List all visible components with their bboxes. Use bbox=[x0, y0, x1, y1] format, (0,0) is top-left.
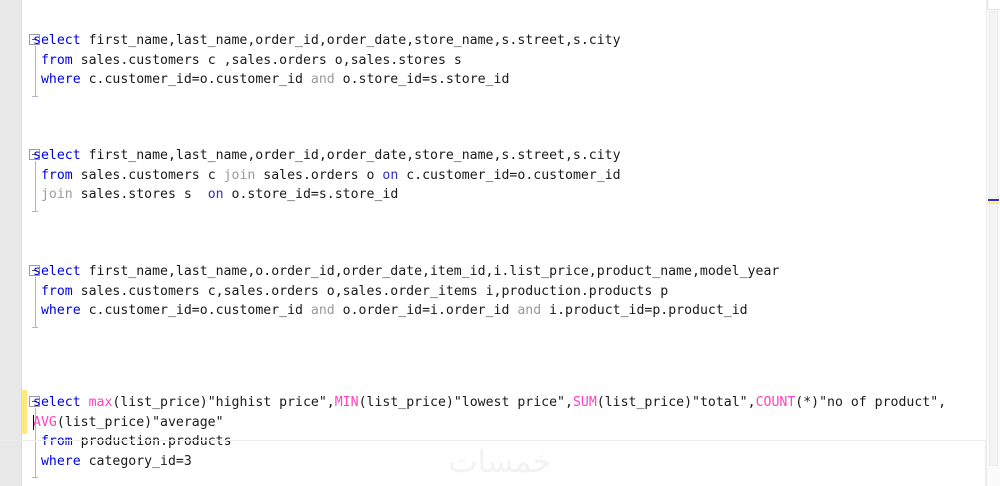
sql-text: c.customer_id=o.customer_id bbox=[80, 303, 311, 318]
sql-text: first_name,last_name,o.order_id,order_da… bbox=[80, 264, 780, 279]
fold-region-line bbox=[35, 408, 36, 477]
sql-keyword: select bbox=[33, 395, 81, 410]
sql-function: AVG bbox=[33, 414, 57, 430]
sql-text: c.customer_id=o.customer_id bbox=[80, 72, 311, 87]
code-line[interactable]: AVG(list_price)"average" bbox=[33, 413, 224, 433]
sql-text: (list_price)"highist price", bbox=[112, 395, 335, 410]
unsaved-change-bar bbox=[22, 390, 27, 434]
sql-text bbox=[33, 454, 41, 469]
scrollbar-thumb[interactable] bbox=[989, 11, 998, 466]
fold-toggle-icon[interactable] bbox=[29, 34, 40, 45]
sql-keyword: from bbox=[40, 434, 73, 449]
fold-region-end-tick bbox=[32, 477, 38, 478]
code-line[interactable]: from sales.customers c,sales.orders o,sa… bbox=[33, 282, 668, 302]
sql-text: sales.customers c ,sales.orders o,sales.… bbox=[72, 52, 462, 68]
sql-text: (list_price)"lowest price", bbox=[358, 395, 573, 410]
text-caret bbox=[33, 415, 34, 430]
sql-text bbox=[33, 434, 41, 449]
code-line[interactable]: from sales.customers c ,sales.orders o,s… bbox=[33, 51, 462, 71]
code-line[interactable]: where category_id=3 bbox=[33, 452, 192, 472]
sql-operator-keyword: and bbox=[517, 303, 542, 318]
fold-region-end-tick bbox=[32, 326, 38, 328]
sql-keyword: select bbox=[33, 264, 81, 279]
sql-text: sales.customers c bbox=[72, 167, 224, 183]
sql-text: (list_price)"total", bbox=[596, 395, 756, 410]
sql-operator-keyword: and bbox=[310, 72, 335, 87]
sql-operator-keyword: join bbox=[40, 187, 73, 202]
fold-region-line bbox=[35, 46, 36, 96]
fold-region-end-tick bbox=[32, 210, 38, 212]
scrollbar-marker-primary bbox=[988, 199, 999, 201]
scrollbar-marker-secondary bbox=[988, 202, 999, 204]
fold-region-line bbox=[35, 161, 36, 211]
sql-text bbox=[33, 303, 41, 318]
code-line[interactable]: from production.products bbox=[33, 432, 232, 452]
sql-keyword: on bbox=[382, 167, 399, 183]
sql-operator-keyword: join bbox=[223, 167, 256, 183]
code-line[interactable]: select first_name,last_name,order_id,ord… bbox=[33, 146, 621, 166]
sql-text bbox=[81, 395, 89, 410]
sql-function: MIN bbox=[334, 395, 359, 410]
sql-keyword: on bbox=[207, 187, 224, 202]
sql-text: (list_price)"average" bbox=[56, 414, 224, 430]
vertical-scrollbar[interactable] bbox=[986, 0, 1000, 486]
sql-operator-keyword: and bbox=[310, 303, 335, 318]
right-separator bbox=[985, 440, 986, 486]
sql-text: c.customer_id=o.customer_id bbox=[398, 167, 621, 183]
fold-toggle-icon[interactable] bbox=[29, 265, 40, 276]
sql-text: o.order_id=i.order_id bbox=[334, 303, 518, 318]
code-line[interactable]: select max(list_price)"highist price",MI… bbox=[33, 393, 946, 413]
sql-text: first_name,last_name,order_id,order_date… bbox=[80, 148, 621, 163]
fold-region-line bbox=[35, 277, 36, 327]
sql-function: max bbox=[88, 395, 113, 410]
sql-keyword: from bbox=[40, 283, 73, 299]
code-folding-margin[interactable] bbox=[28, 0, 44, 486]
fold-region-end-tick bbox=[32, 95, 38, 97]
code-line[interactable]: join sales.stores s on o.store_id=s.stor… bbox=[33, 185, 398, 205]
code-line[interactable]: select first_name,last_name,o.order_id,o… bbox=[33, 262, 779, 282]
sql-keyword: from bbox=[40, 167, 73, 183]
sql-text: category_id=3 bbox=[80, 453, 192, 469]
sql-text bbox=[33, 284, 41, 299]
sql-text: sales.customers c,sales.orders o,sales.o… bbox=[72, 283, 669, 299]
sql-keyword: select bbox=[33, 148, 81, 163]
sql-keyword: where bbox=[40, 303, 81, 318]
sql-text: o.store_id=s.store_id bbox=[334, 72, 510, 87]
editor-gutter[interactable] bbox=[0, 0, 22, 486]
sql-text: i.product_id=p.product_id bbox=[541, 303, 748, 318]
sql-keyword: select bbox=[33, 33, 81, 48]
bottom-separator bbox=[0, 440, 986, 441]
sql-text: sales.orders o bbox=[255, 167, 383, 183]
sql-keyword: where bbox=[40, 72, 81, 87]
sql-text: production.products bbox=[72, 434, 232, 449]
code-line[interactable]: from sales.customers c join sales.orders… bbox=[33, 166, 621, 186]
sql-text: (*)"no of product", bbox=[795, 395, 947, 410]
sql-text bbox=[33, 53, 41, 68]
code-line[interactable]: where c.customer_id=o.customer_id and o.… bbox=[33, 301, 748, 321]
sql-text: first_name,last_name,order_id,order_date… bbox=[80, 33, 621, 48]
sql-text bbox=[33, 168, 41, 183]
sql-keyword: from bbox=[40, 52, 73, 68]
sql-text bbox=[33, 72, 41, 87]
code-line[interactable]: where c.customer_id=o.customer_id and o.… bbox=[33, 70, 509, 90]
code-line[interactable]: select first_name,last_name,order_id,ord… bbox=[33, 31, 621, 51]
fold-toggle-icon[interactable] bbox=[29, 149, 40, 160]
sql-text bbox=[33, 187, 41, 202]
sql-text: o.store_id=s.store_id bbox=[223, 187, 399, 202]
sql-function: COUNT bbox=[755, 395, 796, 410]
sql-keyword: where bbox=[40, 453, 81, 469]
sql-function: SUM bbox=[572, 395, 597, 410]
scrollbar-top-nub bbox=[987, 0, 1000, 10]
sql-text: sales.stores s bbox=[72, 187, 208, 202]
fold-toggle-icon[interactable] bbox=[29, 396, 40, 407]
code-content[interactable]: select first_name,last_name,order_id,ord… bbox=[33, 0, 986, 486]
